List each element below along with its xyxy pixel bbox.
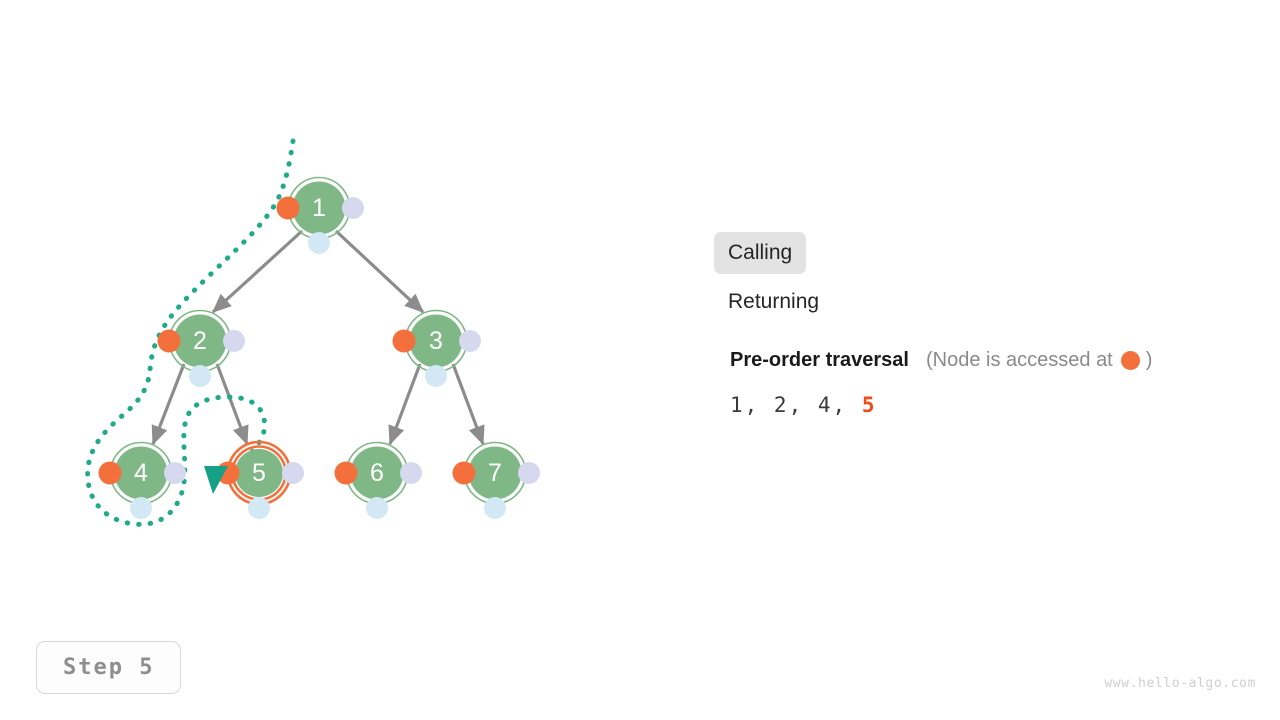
- tree-node-2[interactable]: [157, 309, 246, 388]
- calling-state-badge[interactable]: Calling: [714, 232, 807, 274]
- step-indicator: Step 5: [36, 641, 182, 694]
- traversal-title: Pre-order traversal: [730, 349, 909, 371]
- tree-node-3[interactable]: [392, 309, 482, 388]
- traversal-note-suffix: ): [1145, 349, 1153, 371]
- traversal-heading-row: Pre-order traversal (Node is accessed at…: [714, 349, 1254, 372]
- recursion-path: [85, 138, 296, 527]
- traversal-note-prefix: (Node is accessed at: [925, 349, 1113, 371]
- sequence-visited: 1, 2, 4,: [730, 393, 848, 417]
- node-body-1: [292, 181, 346, 235]
- returning-state-badge[interactable]: Returning: [728, 290, 820, 313]
- tree-node-5[interactable]: [216, 440, 305, 519]
- node-right-dot-4: [164, 462, 186, 484]
- node-body-2: [173, 314, 227, 368]
- recursion-path-outbound: [85, 138, 296, 527]
- node-right-dot-2: [223, 330, 245, 352]
- node-access-dot-7: [452, 461, 476, 485]
- node-bottom-dot-4: [130, 497, 152, 519]
- tree-node-4[interactable]: [98, 441, 187, 520]
- node-body-3: [409, 314, 463, 368]
- returning-state-row: Returning: [714, 281, 1254, 323]
- edge-2-5: [215, 363, 249, 446]
- node-access-dot-3: [392, 329, 416, 353]
- current-node-pointer-icon: [204, 466, 228, 494]
- node-access-dot-4: [98, 461, 122, 485]
- traversal-note: (Node is accessed at ): [926, 349, 1152, 372]
- traversal-sequence: 1, 2, 4, 5: [714, 393, 1254, 417]
- node-bottom-dot-7: [484, 497, 506, 519]
- node-bottom-dot-5: [248, 497, 270, 519]
- edge-1-2: [211, 229, 304, 314]
- edge-3-7: [451, 363, 485, 446]
- node-right-dot-5: [282, 462, 304, 484]
- edge-2-4: [151, 363, 186, 446]
- edge-1-3: [334, 229, 425, 314]
- tree-node-6[interactable]: [334, 441, 423, 520]
- node-access-dot-1: [276, 196, 300, 220]
- calling-state-row: Calling: [714, 232, 1254, 274]
- node-bottom-dot-6: [366, 497, 388, 519]
- node-body-7: [468, 446, 522, 500]
- node-access-dot-6: [334, 461, 358, 485]
- tree-edges: [151, 229, 485, 446]
- tree-node-1[interactable]: [276, 176, 365, 255]
- node-body-4: [114, 446, 168, 500]
- node-right-dot-6: [400, 462, 422, 484]
- edge-3-6: [388, 363, 422, 446]
- node-bottom-dot-3: [425, 365, 447, 387]
- access-dot-icon: [1120, 351, 1140, 370]
- legend-panel: Calling Returning Pre-order traversal (N…: [714, 232, 1254, 417]
- node-right-dot-3: [459, 330, 481, 352]
- node-bottom-dot-2: [189, 365, 211, 387]
- tree-nodes: [98, 176, 541, 520]
- tree-node-7[interactable]: [452, 441, 541, 520]
- sequence-current-value: 5: [861, 393, 877, 417]
- node-access-dot-2: [157, 329, 181, 353]
- watermark: www.hello-algo.com: [1104, 676, 1256, 691]
- node-body-6: [350, 446, 404, 500]
- node-right-dot-1: [342, 197, 364, 219]
- node-body-5: [235, 449, 283, 497]
- node-right-dot-7: [518, 462, 540, 484]
- node-bottom-dot-1: [308, 232, 330, 254]
